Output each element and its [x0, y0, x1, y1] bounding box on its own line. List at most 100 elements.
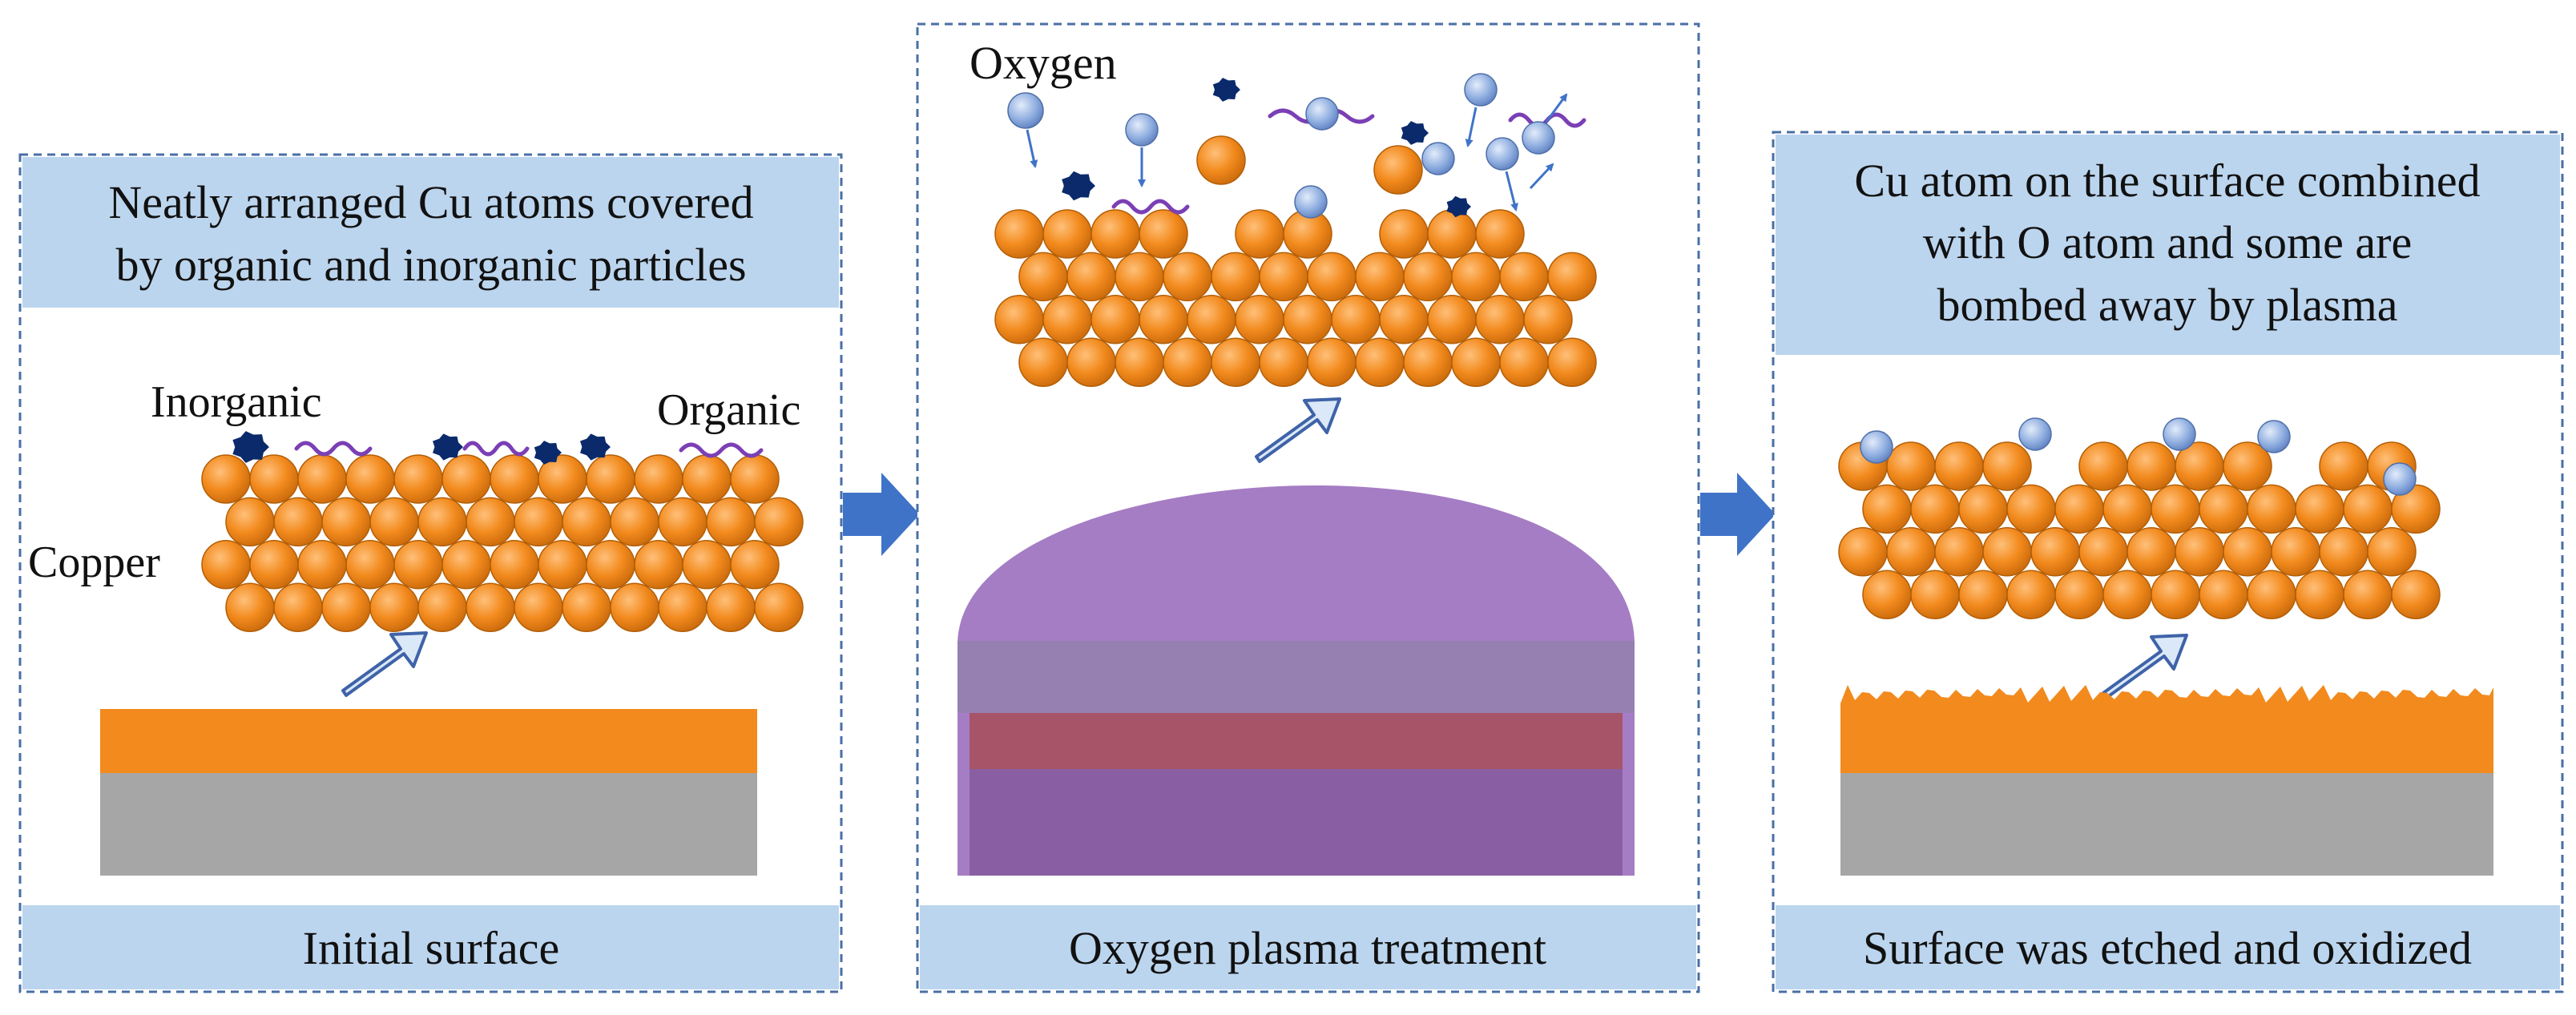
panel-3-header-line-1: Cu atom on the surface combined: [1854, 155, 2480, 207]
inorganic-particle: [1212, 78, 1240, 102]
copper-atom: [417, 497, 467, 547]
organic-label: Organic: [657, 385, 800, 435]
copper-atom: [1523, 295, 1573, 344]
copper-atom: [2127, 527, 2176, 577]
copper-atom: [586, 540, 635, 590]
panel-2-copper-lattice: [994, 209, 1597, 387]
process-arrow-1: [843, 473, 920, 556]
copper-atom: [1547, 252, 1597, 302]
copper-atom: [562, 497, 611, 547]
copper-atom: [2247, 570, 2296, 619]
oxygen-atom: [2257, 420, 2291, 453]
copper-atom: [249, 454, 299, 504]
oxygen-atom: [1007, 92, 1044, 129]
copper-atom: [1910, 484, 1960, 534]
oxygen-atom: [1294, 185, 1328, 219]
copper-atom: [610, 497, 659, 547]
oxygen-atom: [1522, 121, 1555, 155]
copper-label: Copper: [28, 538, 160, 587]
copper-atom: [634, 454, 683, 504]
oxygen-atom: [2163, 417, 2196, 451]
copper-atom: [1307, 337, 1357, 387]
copper-atom: [1115, 337, 1164, 387]
panel-1-footer-band: [22, 905, 839, 989]
panel-2-particles: [1007, 73, 1586, 219]
copper-atom: [201, 454, 251, 504]
inorganic-particle: [534, 441, 562, 465]
copper-atom: [634, 540, 683, 590]
copper-atom: [1018, 252, 1068, 302]
copper-atom: [1934, 527, 1984, 577]
copper-atom: [1283, 295, 1332, 344]
copper-atom: [369, 582, 419, 632]
copper-atom: [1066, 252, 1116, 302]
copper-atom: [441, 540, 491, 590]
trajectory-arrow: [1465, 107, 1477, 147]
copper-atom: [1427, 295, 1477, 344]
copper-atom: [2199, 484, 2248, 534]
copper-atom: [706, 582, 756, 632]
copper-atom: [1235, 295, 1284, 344]
panel-3-header-line-2: with O atom and some are: [1923, 216, 2412, 268]
inorganic-particle: [1446, 195, 1471, 218]
panel-3-zoom-arrow: [2102, 634, 2188, 699]
panel-1-footer-label: Initial surface: [303, 922, 559, 974]
copper-atom: [1066, 337, 1116, 387]
panel-1-header-line-2: by organic and inorganic particles: [115, 239, 746, 291]
copper-atom: [1259, 337, 1308, 387]
copper-atom: [1886, 441, 1936, 491]
copper-atom: [1018, 337, 1068, 387]
copper-atom: [1403, 252, 1453, 302]
trajectory-arrow: [1505, 171, 1518, 211]
copper-atom: [2391, 484, 2441, 534]
copper-atom: [730, 540, 780, 590]
copper-atom: [490, 540, 539, 590]
copper-atom: [2078, 441, 2128, 491]
plasma-substrate: [970, 769, 1623, 876]
panel-1-contaminants: [232, 431, 764, 465]
plasma-chamber-band: [957, 641, 1635, 713]
copper-atom: [2343, 484, 2393, 534]
copper-atom: [730, 454, 780, 504]
copper-atom: [225, 497, 275, 547]
copper-atom: [1499, 252, 1549, 302]
trajectory-arrow: [1545, 93, 1568, 123]
copper-atom: [514, 582, 563, 632]
copper-atom: [1211, 337, 1260, 387]
ejected-copper-atom: [1373, 145, 1423, 195]
copper-atom: [754, 497, 804, 547]
copper-atom: [345, 454, 395, 504]
copper-atom: [2199, 570, 2248, 619]
copper-atom: [393, 454, 443, 504]
copper-atom: [1042, 295, 1092, 344]
copper-atom: [441, 454, 491, 504]
copper-atom: [393, 540, 443, 590]
copper-atom: [1958, 570, 2008, 619]
copper-atom: [1379, 295, 1429, 344]
oxygen-atom: [1860, 430, 1893, 464]
copper-atom: [2054, 570, 2104, 619]
copper-atom: [1982, 527, 2032, 577]
copper-atom: [994, 295, 1044, 344]
copper-atom: [273, 497, 323, 547]
oxygen-atom: [2018, 417, 2052, 451]
copper-atom: [297, 454, 347, 504]
panel-2-footer-band: [920, 905, 1696, 989]
copper-atom: [225, 582, 275, 632]
copper-atom: [706, 497, 756, 547]
panel-etched-oxidized: Cu atom on the surface combined with O a…: [1772, 131, 2564, 993]
copper-atom: [1934, 441, 1984, 491]
copper-atom: [2102, 484, 2152, 534]
copper-atom: [514, 497, 563, 547]
oxygen-atom: [1486, 137, 1519, 171]
copper-atom: [2151, 484, 2200, 534]
panel-initial-surface: Neatly arranged Cu atoms covered by orga…: [18, 153, 843, 993]
copper-atom: [682, 540, 732, 590]
oxygen-atom: [2383, 462, 2417, 496]
copper-atom: [2151, 570, 2200, 619]
copper-atom: [1307, 252, 1357, 302]
copper-atom: [2078, 527, 2128, 577]
copper-atom: [345, 540, 395, 590]
oxygen-atom: [1464, 73, 1498, 107]
plasma-copper-layer: [970, 713, 1623, 769]
